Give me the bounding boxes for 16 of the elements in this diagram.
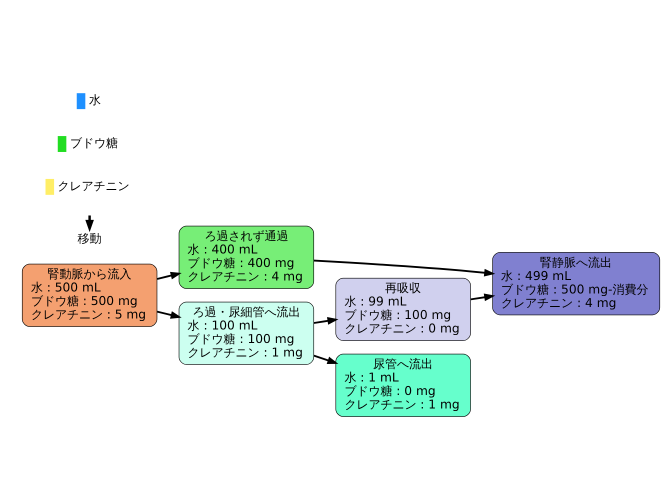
arrow	[156, 310, 182, 318]
arrow	[156, 271, 182, 280]
node-box: 尿管へ流出 水 : 1 mL ブドウ糖 : 0 mg クレアチニン : 1 mg	[336, 353, 471, 416]
arrow	[470, 293, 496, 301]
legend-label: 水	[88, 92, 101, 107]
node-box: ろ過・尿細管へ流出 水 : 100 mL ブドウ糖 : 100 mg クレアチニン : 1 mg	[178, 301, 314, 364]
legend-label: 移動	[78, 231, 102, 246]
legend-label: クレアチニン	[58, 178, 130, 192]
node-box: ろ過されず通過 水 : 400 mL ブドウ糖 : 400 mg クレアチニン : 4 mg	[178, 225, 314, 288]
node-box: 再吸収 水 : 99 mL ブドウ糖 : 100 mg クレアチニン : 0 mg	[336, 277, 471, 340]
legend-label: ブドウ糖	[70, 136, 118, 150]
arrow	[314, 259, 496, 276]
node-box: 腎動脈から流入 水 : 500 mL ブドウ糖 : 500 mg クレアチニン : 5 mg	[22, 263, 158, 326]
node-box: 腎静脈へ流出 水 : 499 mL ブドウ糖 : 500 mg-消費分 クレアチニン : 4 mg	[492, 252, 660, 315]
arrow	[314, 316, 338, 324]
arrow	[314, 354, 338, 364]
